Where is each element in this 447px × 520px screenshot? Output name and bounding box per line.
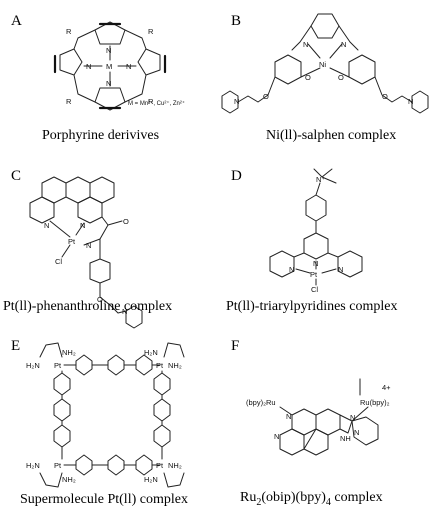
panel-letter: D: [231, 168, 242, 184]
panel-letter: C: [11, 168, 22, 184]
panel-caption: Pt(ll)-phenanthroline complex: [3, 299, 173, 314]
svg-text:N: N: [106, 79, 111, 88]
amine-label: NH₂: [168, 461, 182, 470]
metal-label: Pt: [310, 270, 318, 279]
metal-label: Pt: [156, 461, 164, 470]
svg-text:O: O: [338, 73, 344, 82]
amine-label: NH₂: [168, 361, 182, 370]
panel-caption: Ru2(obip)(bpy)4 complex: [240, 490, 383, 508]
svg-text:N: N: [408, 97, 413, 106]
amine-label: NH₂: [62, 348, 76, 357]
metal-label: Pt: [156, 361, 164, 370]
chloride-label: Cl: [55, 257, 62, 266]
svg-text:N: N: [350, 413, 355, 422]
metal-label: M: [106, 62, 112, 71]
panel-a: A M N N N N R: [0, 0, 220, 165]
r-substituent: R: [66, 27, 72, 36]
amine-label: NH₂: [62, 475, 76, 484]
ru-right-label: Ru(bpy)₂: [360, 398, 390, 407]
svg-text:N: N: [338, 265, 343, 274]
r-substituent: R: [66, 97, 72, 106]
panel-caption: Pt(ll)-triarylpyridines complex: [226, 299, 398, 314]
svg-text:O: O: [382, 92, 388, 101]
metal-label: Pt: [54, 461, 62, 470]
nh-label: NH: [340, 434, 351, 443]
svg-text:O: O: [305, 73, 311, 82]
svg-text:O: O: [123, 217, 129, 226]
panel-letter: B: [231, 13, 242, 29]
panel-letter: A: [11, 13, 22, 29]
svg-text:N: N: [289, 265, 294, 274]
svg-text:N: N: [313, 259, 318, 268]
amine-label: H₂N: [26, 361, 40, 370]
svg-text:N: N: [234, 97, 239, 106]
amine-label: H₂N: [144, 348, 158, 357]
panel-letter: F: [231, 338, 240, 354]
svg-text:N: N: [86, 241, 91, 250]
ru2-obip-structure: 4+ (bpy)₂Ru Ru(bpy)₂ N N N N NH: [246, 378, 391, 456]
r-substituent: R: [148, 27, 154, 36]
charge-label: 4+: [382, 383, 391, 392]
pt-phenanthroline-structure: N N Pt Cl N O O N: [29, 176, 143, 329]
panel-caption: Porphyrine derivives: [42, 128, 160, 143]
panel-f: F 4+ (bpy)₂Ru Ru(bpy)₂ N N N N NH Ru2(ob: [220, 335, 447, 520]
porphyrin-structure: M N N N N R R R R M = Mn²⁺, Cu²⁺, Zn²⁺: [53, 21, 185, 111]
svg-text:N: N: [80, 221, 85, 230]
panel-d: D N⁺ N N N Pt Cl: [220, 165, 447, 335]
panel-c: C N N Pt Cl N O O: [0, 165, 220, 335]
metals-note: M = Mn²⁺, Cu²⁺, Zn²⁺: [128, 100, 185, 107]
pt-triarylpyridine-structure: N⁺ N N N Pt Cl: [269, 168, 363, 294]
svg-text:N: N: [86, 62, 91, 71]
svg-text:N: N: [126, 62, 131, 71]
r-substituent: R: [148, 97, 154, 106]
svg-text:N: N: [44, 221, 49, 230]
panel-b: B N N Ni O O O O: [220, 0, 447, 165]
svg-text:N: N: [274, 432, 279, 441]
svg-text:N: N: [303, 40, 308, 49]
metal-label: Ni: [319, 60, 326, 69]
amine-label: H₂N: [144, 475, 158, 484]
supramolecular-pt-structure: NH₂ H₂N Pt H₂N NH₂ Pt NH₂ H₂N Pt H₂N NH₂…: [26, 342, 185, 488]
salphen-structure: N N Ni O O O O N N: [221, 13, 429, 114]
panel-caption: Ni(ll)-salphen complex: [266, 128, 397, 143]
svg-text:N: N: [354, 428, 359, 437]
svg-text:N: N: [106, 46, 111, 55]
chloride-label: Cl: [311, 285, 318, 294]
svg-text:N: N: [286, 412, 291, 421]
ammonium-label: N⁺: [316, 175, 325, 184]
svg-text:O: O: [263, 92, 269, 101]
svg-text:O: O: [97, 295, 103, 304]
amine-label: H₂N: [26, 461, 40, 470]
panel-caption: Supermolecule Pt(ll) complex: [20, 492, 188, 507]
svg-text:N: N: [122, 307, 127, 316]
panel-letter: E: [11, 338, 21, 354]
panel-e: E: [0, 335, 220, 520]
metal-label: Pt: [68, 237, 76, 246]
metal-label: Pt: [54, 361, 62, 370]
ru-left-label: (bpy)₂Ru: [246, 398, 276, 407]
svg-text:N: N: [341, 40, 346, 49]
